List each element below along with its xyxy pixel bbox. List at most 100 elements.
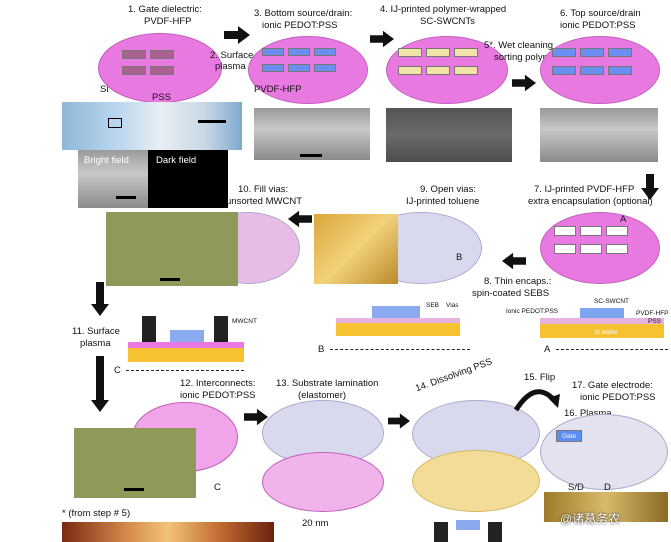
device-pad [454,48,478,57]
ionic-label: Ionic PEDOT:PSS [506,308,559,315]
step11-detail: plasma [80,338,111,349]
bottom-cross-section [414,516,522,542]
step3-material: ionic PEDOT:PSS [262,20,338,31]
step10-title: 10. Fill vias: [238,184,289,195]
arrow-down-icon [91,282,109,316]
footnote: * (from step # 5) [62,508,131,519]
step8-detail: spin-coated SEBS [472,288,550,299]
bright-field-image [78,150,148,208]
step1-material: PVDF-HFP [144,16,192,27]
section-line-b [330,349,470,350]
micrograph-step4 [386,108,512,162]
arrow-down-icon [91,356,109,412]
step8-title: 8. Thin encaps.: [484,276,552,287]
device-pad [606,244,628,254]
final-wafer [540,414,668,490]
seb-label: SEB [426,302,440,309]
micrograph-step6 [540,108,658,162]
step13-title: 13. Substrate lamination [276,378,379,389]
device-pad [122,50,146,59]
device-pad [150,66,174,75]
device-pad [606,226,628,236]
step12-title: 12. Interconnects: [180,378,256,389]
step2-detail: plasma [215,61,246,72]
scswcnt-label: SC-SWCNT [594,298,630,305]
dark-field-label: Dark field [156,155,197,166]
step6-material: ionic PEDOT:PSS [560,20,636,31]
arrow-right-icon [224,26,250,44]
device-pad [580,48,604,57]
step3-title: 3. Bottom source/drain: [254,8,353,19]
step9-detail: IJ-printed toluene [406,196,480,207]
step12-detail: ionic PEDOT:PSS [180,390,256,401]
elastomer-bottom [262,452,384,512]
mwcnt-micrograph [106,212,238,286]
scale-bar [198,120,226,123]
interconnect-micrograph [74,428,196,498]
step5-title: 5*. Wet cleaning [484,40,554,51]
device-pad [426,66,450,75]
mwcnt-label: MWCNT [232,318,257,325]
step9-title: 9. Open vias: [420,184,476,195]
afm-strip [62,522,274,542]
step2-title: 2. Surface [210,50,254,61]
step6-title: 6. Top source/drain [560,8,641,19]
cross-section-b [336,296,460,336]
section-line-c [126,370,244,371]
section-c-marker: C [214,482,221,493]
flip-arrow-icon [513,389,560,412]
step4-title: 4. IJ-printed polymer-wrapped [380,4,507,15]
pss-cs-label: PSS [648,318,662,325]
scale-bar [300,154,322,157]
device-pad [580,244,602,254]
step1-title: 1. Gate dielectric: [128,4,202,15]
vias-label: Vias [446,302,459,309]
arrow-down-icon [641,174,659,200]
device-pad [454,66,478,75]
device-pad [554,244,576,254]
step14-title: 14. Dissolving PSS [414,356,494,395]
step4-material: SC-SWCNTs [420,16,475,27]
device-pad [314,48,336,56]
zoom-box [108,118,122,128]
device-pad [608,48,632,57]
si-wafer-label: Si wafer [594,329,618,336]
device-pad [554,226,576,236]
watermark: @诸葛务农 [560,512,621,526]
device-pad [552,48,576,57]
cross-section-c [128,312,244,362]
pvdf-label: PVDF-HFP [254,84,302,95]
pvdf-cs-label: PVDF-HFP [636,310,669,317]
step10-detail: unsorted MWCNT [226,196,303,207]
arrow-left-icon [502,252,526,270]
arrow-right-icon [244,408,268,426]
section-b-label: B [456,252,463,263]
section-b-bottom: B [318,344,325,355]
device-pad [122,66,146,75]
device-pad [580,226,602,236]
gate-label: Gate [562,433,577,440]
section-line-a [556,349,668,350]
step16-title: 16. Plasma [564,408,612,419]
section-a-label: A [620,214,627,225]
device-pad [314,64,336,72]
arrow-left-icon [288,210,312,228]
device-pad [398,66,422,75]
cross-section-a [540,296,664,342]
section-d-label: D [604,482,611,493]
scale-bar [124,488,144,491]
section-c-label: C [114,365,121,376]
afm-scale: 20 nm [302,518,329,529]
arrow-right-icon [512,74,536,92]
step7-detail: extra encapsulation (optional) [528,196,653,207]
wafer-step4 [386,36,508,104]
device-pad [580,66,604,75]
device-pad [288,48,310,56]
device-pad [262,64,284,72]
micrograph-step3 [254,108,370,160]
scale-bar [116,196,136,199]
step11-title: 11. Surface [72,326,120,337]
device-pad [608,66,632,75]
device-pad [262,48,284,56]
step5-detail: sorting polymer [494,52,559,63]
